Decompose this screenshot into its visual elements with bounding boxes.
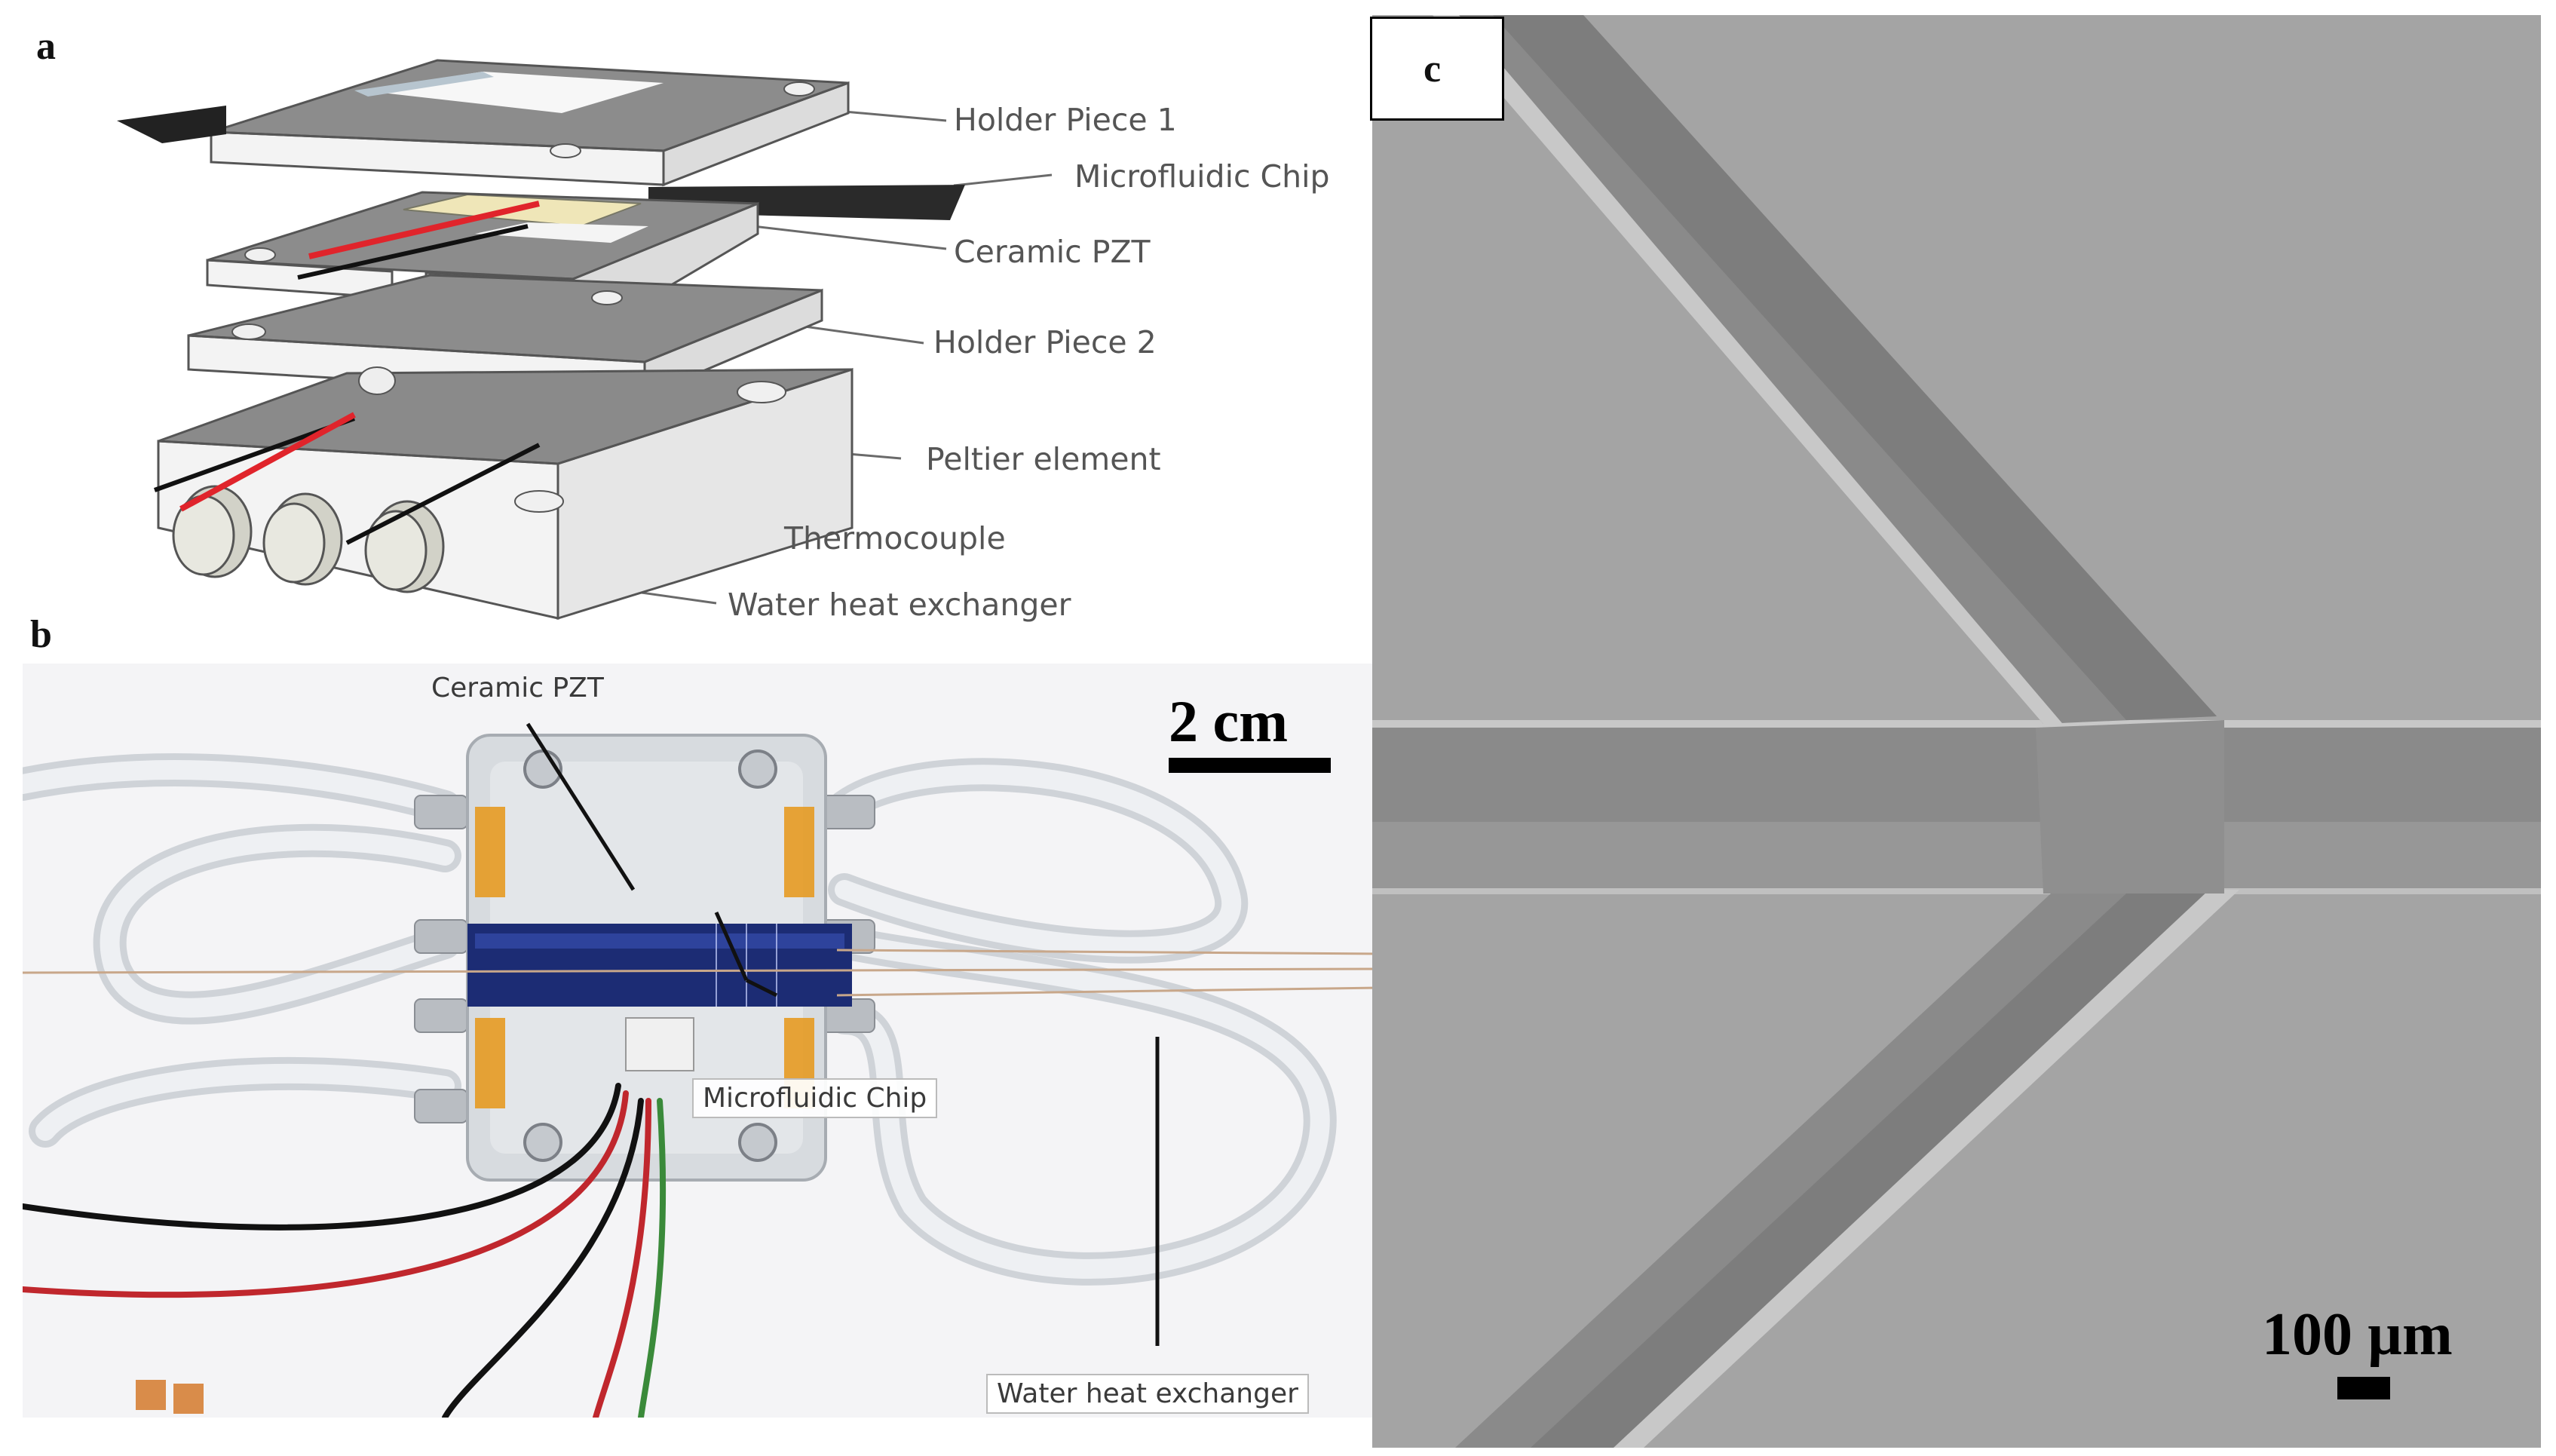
panel-a-letter: a xyxy=(36,25,56,68)
scale-bar-2cm xyxy=(1169,758,1331,773)
label-holder-piece-2: Holder Piece 2 xyxy=(933,324,1157,360)
panel-c-letter-box xyxy=(1370,17,1504,121)
panel-b-photo xyxy=(23,664,1380,1418)
label-microfluidic-chip-b: Microfluidic Chip xyxy=(692,1078,938,1118)
holder-piece-1-model xyxy=(210,59,850,187)
panel-b-letter: b xyxy=(30,613,52,656)
panel-c-sem-image xyxy=(1372,15,2541,1448)
scale-bar-100um xyxy=(2337,1377,2390,1399)
scale-text-2cm: 2 cm xyxy=(1169,688,1289,754)
label-water-heat-exchanger-a: Water heat exchanger xyxy=(728,587,1071,623)
panel-c-letter: c xyxy=(1424,48,1442,90)
scale-text-100um: 100 µm xyxy=(2262,1301,2453,1368)
panel-a-diagram xyxy=(117,59,1053,621)
label-ceramic-pzt-b: Ceramic PZT xyxy=(431,673,604,703)
label-ceramic-pzt-a: Ceramic PZT xyxy=(954,234,1151,270)
label-thermocouple: Thermocouple xyxy=(784,520,1006,556)
label-water-heat-exchanger-b: Water heat exchanger xyxy=(986,1374,1309,1414)
label-microfluidic-chip-a: Microfluidic Chip xyxy=(1074,158,1330,195)
label-peltier-element: Peltier element xyxy=(926,441,1161,477)
base-block-model xyxy=(153,366,854,621)
label-holder-piece-1: Holder Piece 1 xyxy=(954,102,1177,138)
